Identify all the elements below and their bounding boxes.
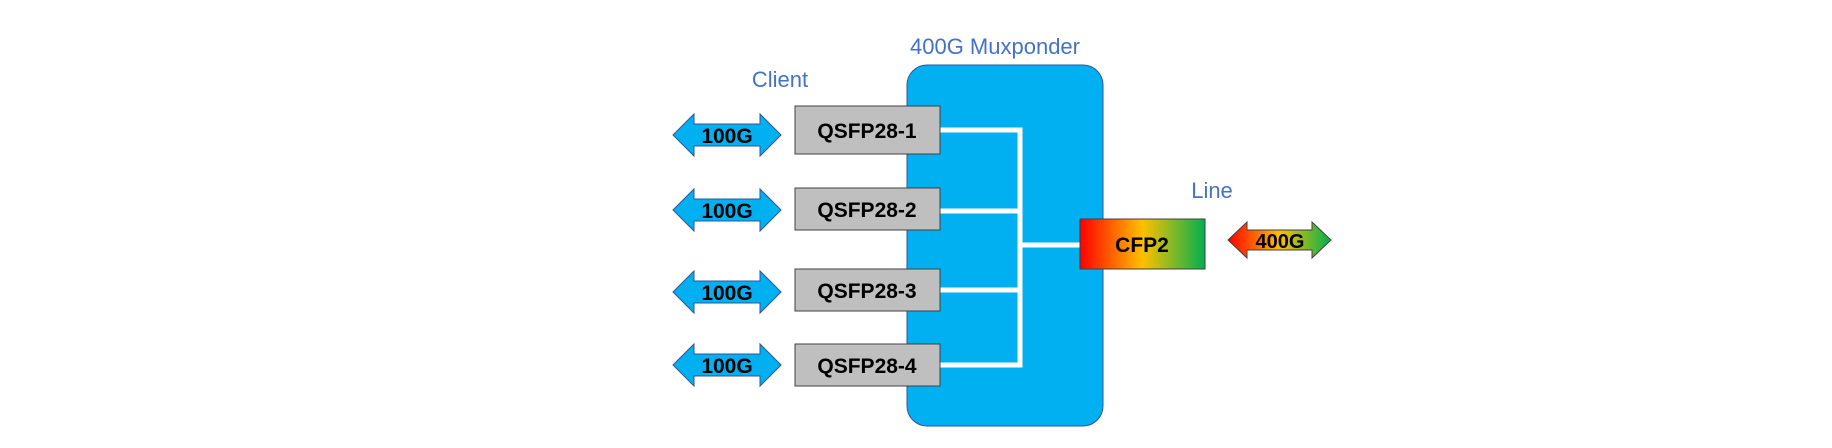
double-arrow-icon [672,342,782,388]
rate-label: 100G [701,282,752,305]
line-label: Line [1191,178,1233,203]
muxponder-title: 400G Muxponder [910,34,1080,59]
client-arrow-3: 100G [672,269,782,315]
client-port-1: QSFP28-1 [794,105,941,155]
port-box [794,343,941,387]
port-label: QSFP28-4 [817,355,917,378]
cfp2-label: CFP2 [1115,234,1169,257]
client-port-3: QSFP28-3 [794,268,941,312]
internal-bus [937,127,1083,368]
line-arrow: 400G [1227,220,1332,260]
port-label: QSFP28-1 [817,120,917,143]
rate-label: 400G [1256,231,1305,253]
double-arrow-icon [672,112,782,158]
client-port-4: QSFP28-4 [794,343,941,387]
double-arrow-icon [672,187,782,233]
rate-label: 100G [701,125,752,148]
port-box [794,105,941,155]
double-arrow-icon [672,269,782,315]
client-label: Client [752,67,808,92]
client-arrow-1: 100G [672,112,782,158]
rate-label: 100G [701,200,752,223]
client-arrow-4: 100G [672,342,782,388]
rate-label: 100G [701,355,752,378]
client-arrow-2: 100G [672,187,782,233]
port-box [794,187,941,231]
port-label: QSFP28-2 [817,199,916,222]
cfp2-box [1079,218,1206,270]
double-arrow-icon [1227,220,1332,260]
line-port: CFP2 [1079,218,1206,270]
client-port-2: QSFP28-2 [794,187,941,231]
port-label: QSFP28-3 [817,280,916,303]
port-box [794,268,941,312]
